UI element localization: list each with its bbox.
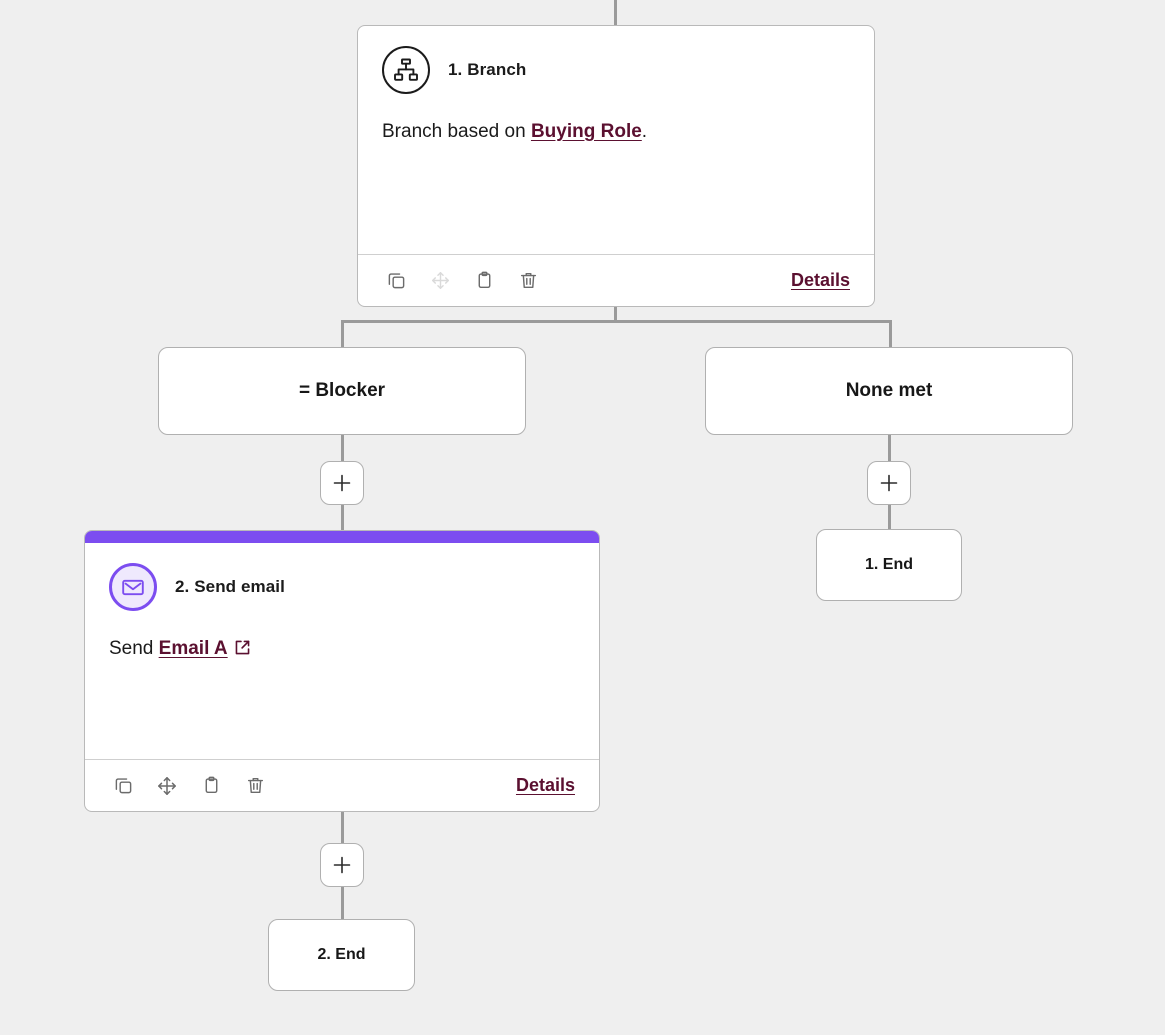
connector-email-to-add [341,810,344,844]
email-details-link[interactable]: Details [515,775,575,795]
buying-role-link[interactable]: Buying Role [530,121,642,142]
email-card-footer: Details [85,759,599,811]
branch-condition-left[interactable]: = Blocker [158,347,526,435]
branch-desc-suffix: . [641,121,648,142]
connector-left-add-to-email [341,505,344,533]
move-icon[interactable] [153,772,181,800]
move-icon [426,267,454,295]
branch-card-body: 1. Branch Branch based on Buying Role. [358,26,874,145]
email-desc-prefix: Send [109,638,159,659]
step-card-branch[interactable]: 1. Branch Branch based on Buying Role. [357,25,875,307]
delete-icon[interactable] [514,267,542,295]
email-card-accent-bar [85,531,599,543]
connector-split-bar [341,320,892,323]
plus-icon [333,474,351,492]
delete-icon[interactable] [241,772,269,800]
copy-icon[interactable] [382,267,410,295]
email-card-title: 2. Send email [175,577,285,596]
email-card-actions [109,772,269,800]
email-card-header: 2. Send email [109,563,575,611]
connector-right-add-to-end-1 [888,505,891,533]
email-a-link[interactable]: Email A [158,638,228,659]
branch-condition-right-label: None met [845,380,933,401]
add-step-button-right[interactable] [867,461,911,505]
step-card-send-email[interactable]: 2. Send email Send Email A [84,530,600,812]
branch-condition-left-label: = Blocker [298,380,386,401]
plus-icon [333,856,351,874]
end-node-right[interactable]: 1. End [816,529,962,601]
email-card-body: 2. Send email Send Email A [85,543,599,664]
branch-details-link[interactable]: Details [790,270,850,290]
connector-split-left-drop [341,320,344,348]
email-card-description: Send Email A [109,637,575,664]
branch-card-description: Branch based on Buying Role. [382,120,850,145]
paste-icon[interactable] [197,772,225,800]
paste-icon[interactable] [470,267,498,295]
add-step-button-left-lower[interactable] [320,843,364,887]
connector-add-to-end-2 [341,887,344,919]
connector-right-pill-to-add [888,434,891,462]
end-node-left-label: 2. End [317,946,366,963]
branch-card-header: 1. Branch [382,46,850,94]
add-step-button-left-upper[interactable] [320,461,364,505]
end-node-left[interactable]: 2. End [268,919,415,991]
branch-hierarchy-icon [382,46,430,94]
external-link-icon[interactable] [234,639,251,664]
branch-desc-prefix: Branch based on [382,121,531,142]
branch-condition-right[interactable]: None met [705,347,1073,435]
branch-card-footer: Details [358,254,874,306]
end-node-right-label: 1. End [864,556,913,573]
envelope-icon [109,563,157,611]
branch-card-title: 1. Branch [448,60,527,79]
connector-left-pill-to-add [341,434,344,462]
copy-icon[interactable] [109,772,137,800]
connector-branch-out [614,306,617,322]
connector-top-stub [614,0,617,26]
branch-card-actions [382,267,542,295]
plus-icon [880,474,898,492]
connector-split-right-drop [889,320,892,348]
